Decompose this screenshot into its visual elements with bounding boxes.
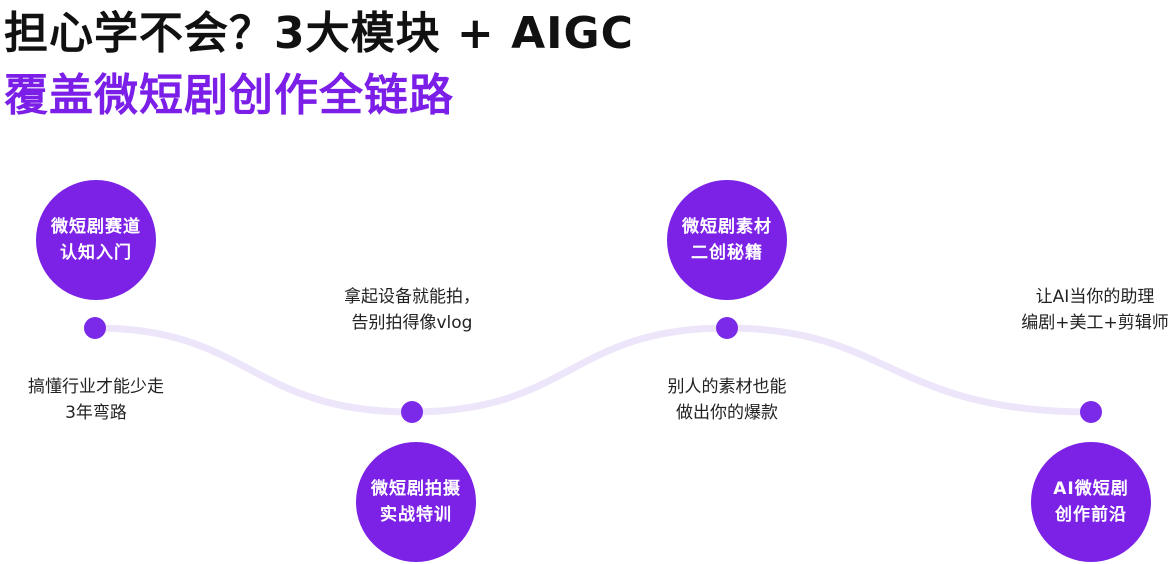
benefit-text-industry: 搞懂行业才能少走 3年弯路 [0,374,206,426]
benefit-line2: 做出你的爆款 [676,403,778,423]
timeline-dot-2 [401,401,423,423]
module-circle-remix: 微短剧素材 二创秘籍 [667,180,787,300]
module-circle-ai: AI微短剧 创作前沿 [1031,442,1151,562]
benefit-line1: 别人的素材也能 [667,377,787,397]
benefit-line1: 让AI当你的助理 [1035,287,1155,307]
headline-secondary: 覆盖微短剧创作全链路 [4,70,454,121]
module-circle-line2: 实战特训 [380,505,452,525]
benefit-line2: 编剧+美工+剪辑师 [1021,313,1169,333]
timeline-dot-1 [84,317,106,339]
module-circle-industry: 微短剧赛道 认知入门 [36,180,156,300]
benefit-text-remix: 别人的素材也能 做出你的爆款 [617,374,837,426]
timeline-dot-4 [1080,401,1102,423]
module-circle-line1: 微短剧素材 [682,217,772,237]
headline-primary: 担心学不会？3大模块 + AIGC [4,8,634,59]
module-circle-line1: 微短剧拍摄 [371,479,461,499]
module-circle-line2: 二创秘籍 [691,243,763,263]
benefit-text-ai: 让AI当你的助理 编剧+美工+剪辑师 [985,284,1175,336]
module-circle-line1: 微短剧赛道 [51,217,141,237]
benefit-line1: 搞懂行业才能少走 [28,377,164,397]
timeline-path [91,324,1095,416]
benefit-line2: 告别拍得像vlog [351,313,473,333]
module-circle-shooting: 微短剧拍摄 实战特训 [356,442,476,562]
benefit-line2: 3年弯路 [65,403,127,423]
timeline-dot-3 [716,317,738,339]
benefit-line1: 拿起设备就能拍， [344,287,480,307]
module-circle-line1: AI微短剧 [1053,479,1129,499]
benefit-text-shooting: 拿起设备就能拍， 告别拍得像vlog [302,284,522,336]
module-circle-line2: 创作前沿 [1054,505,1127,525]
module-circle-line2: 认知入门 [60,243,132,263]
